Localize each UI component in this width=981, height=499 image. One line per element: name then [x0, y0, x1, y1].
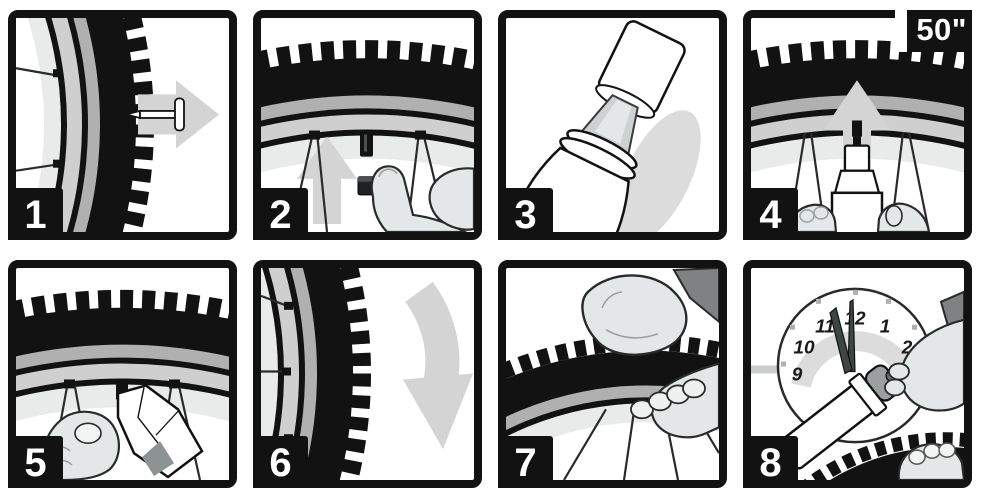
hand-icon	[884, 290, 964, 412]
step-panel-1: 1	[8, 10, 237, 240]
step-panel-4: 4 50"	[743, 10, 972, 240]
hand-icon	[370, 165, 474, 232]
step-5-illustration	[16, 290, 229, 480]
hands-icon	[785, 202, 931, 232]
arrow-up-icon	[297, 136, 357, 224]
step-8-illustration: 12 1 2 3 9 10 11	[751, 287, 964, 480]
step-panel-7: 7	[498, 260, 727, 488]
clock-numeral: 1	[880, 317, 891, 338]
step-number-badge: 6	[253, 436, 308, 488]
clock-numeral: 9	[792, 365, 803, 386]
gripping-fingers-icon	[630, 362, 719, 439]
step-7-illustration	[506, 268, 719, 480]
gripping-fingers-icon	[897, 442, 964, 480]
sleeve-icon	[672, 268, 719, 324]
step-4-illustration	[751, 40, 964, 232]
clock-numeral: 12	[844, 309, 866, 330]
clock-icon: 12 1 2 3 9 10 11	[776, 287, 934, 444]
rotate-arrow-down-icon	[403, 281, 473, 450]
step-number-badge: 7	[498, 436, 553, 488]
tire-size-label: 50"	[895, 10, 972, 52]
clock-minute-hand	[847, 298, 856, 373]
step-panel-2: 2	[253, 10, 482, 240]
step-number-badge: 5	[8, 436, 63, 488]
step-number-badge: 4	[743, 188, 798, 240]
step-number-badge: 3	[498, 188, 553, 240]
hand-icon	[581, 274, 688, 356]
step-panel-6: 6	[253, 260, 482, 488]
step-number-badge: 1	[8, 188, 63, 240]
clock-numeral: 11	[815, 317, 835, 338]
step-number-badge: 2	[253, 188, 308, 240]
bottle-on-valve-icon	[830, 120, 884, 232]
sealant-bottle-icon	[511, 20, 686, 232]
step-number-badge: 8	[743, 436, 798, 488]
step-panel-5: 5	[8, 260, 237, 488]
step-3-illustration	[511, 20, 701, 232]
step-2-illustration	[261, 40, 474, 232]
step-panel-8: 12 1 2 3 9 10 11	[743, 260, 972, 488]
clock-numeral: 10	[793, 338, 815, 359]
valve-cap-icon	[357, 176, 375, 196]
nail-icon	[125, 97, 185, 132]
step-1-illustration	[16, 18, 219, 232]
step-panel-3: 3	[498, 10, 727, 240]
spokes-icon	[16, 67, 63, 172]
panel-grid: 1	[8, 10, 972, 488]
shadow	[615, 110, 701, 232]
cloth-icon	[116, 384, 204, 479]
clock-hour-hand	[829, 306, 853, 375]
valve-stem-icon	[360, 130, 373, 157]
step-6-illustration	[261, 268, 473, 480]
